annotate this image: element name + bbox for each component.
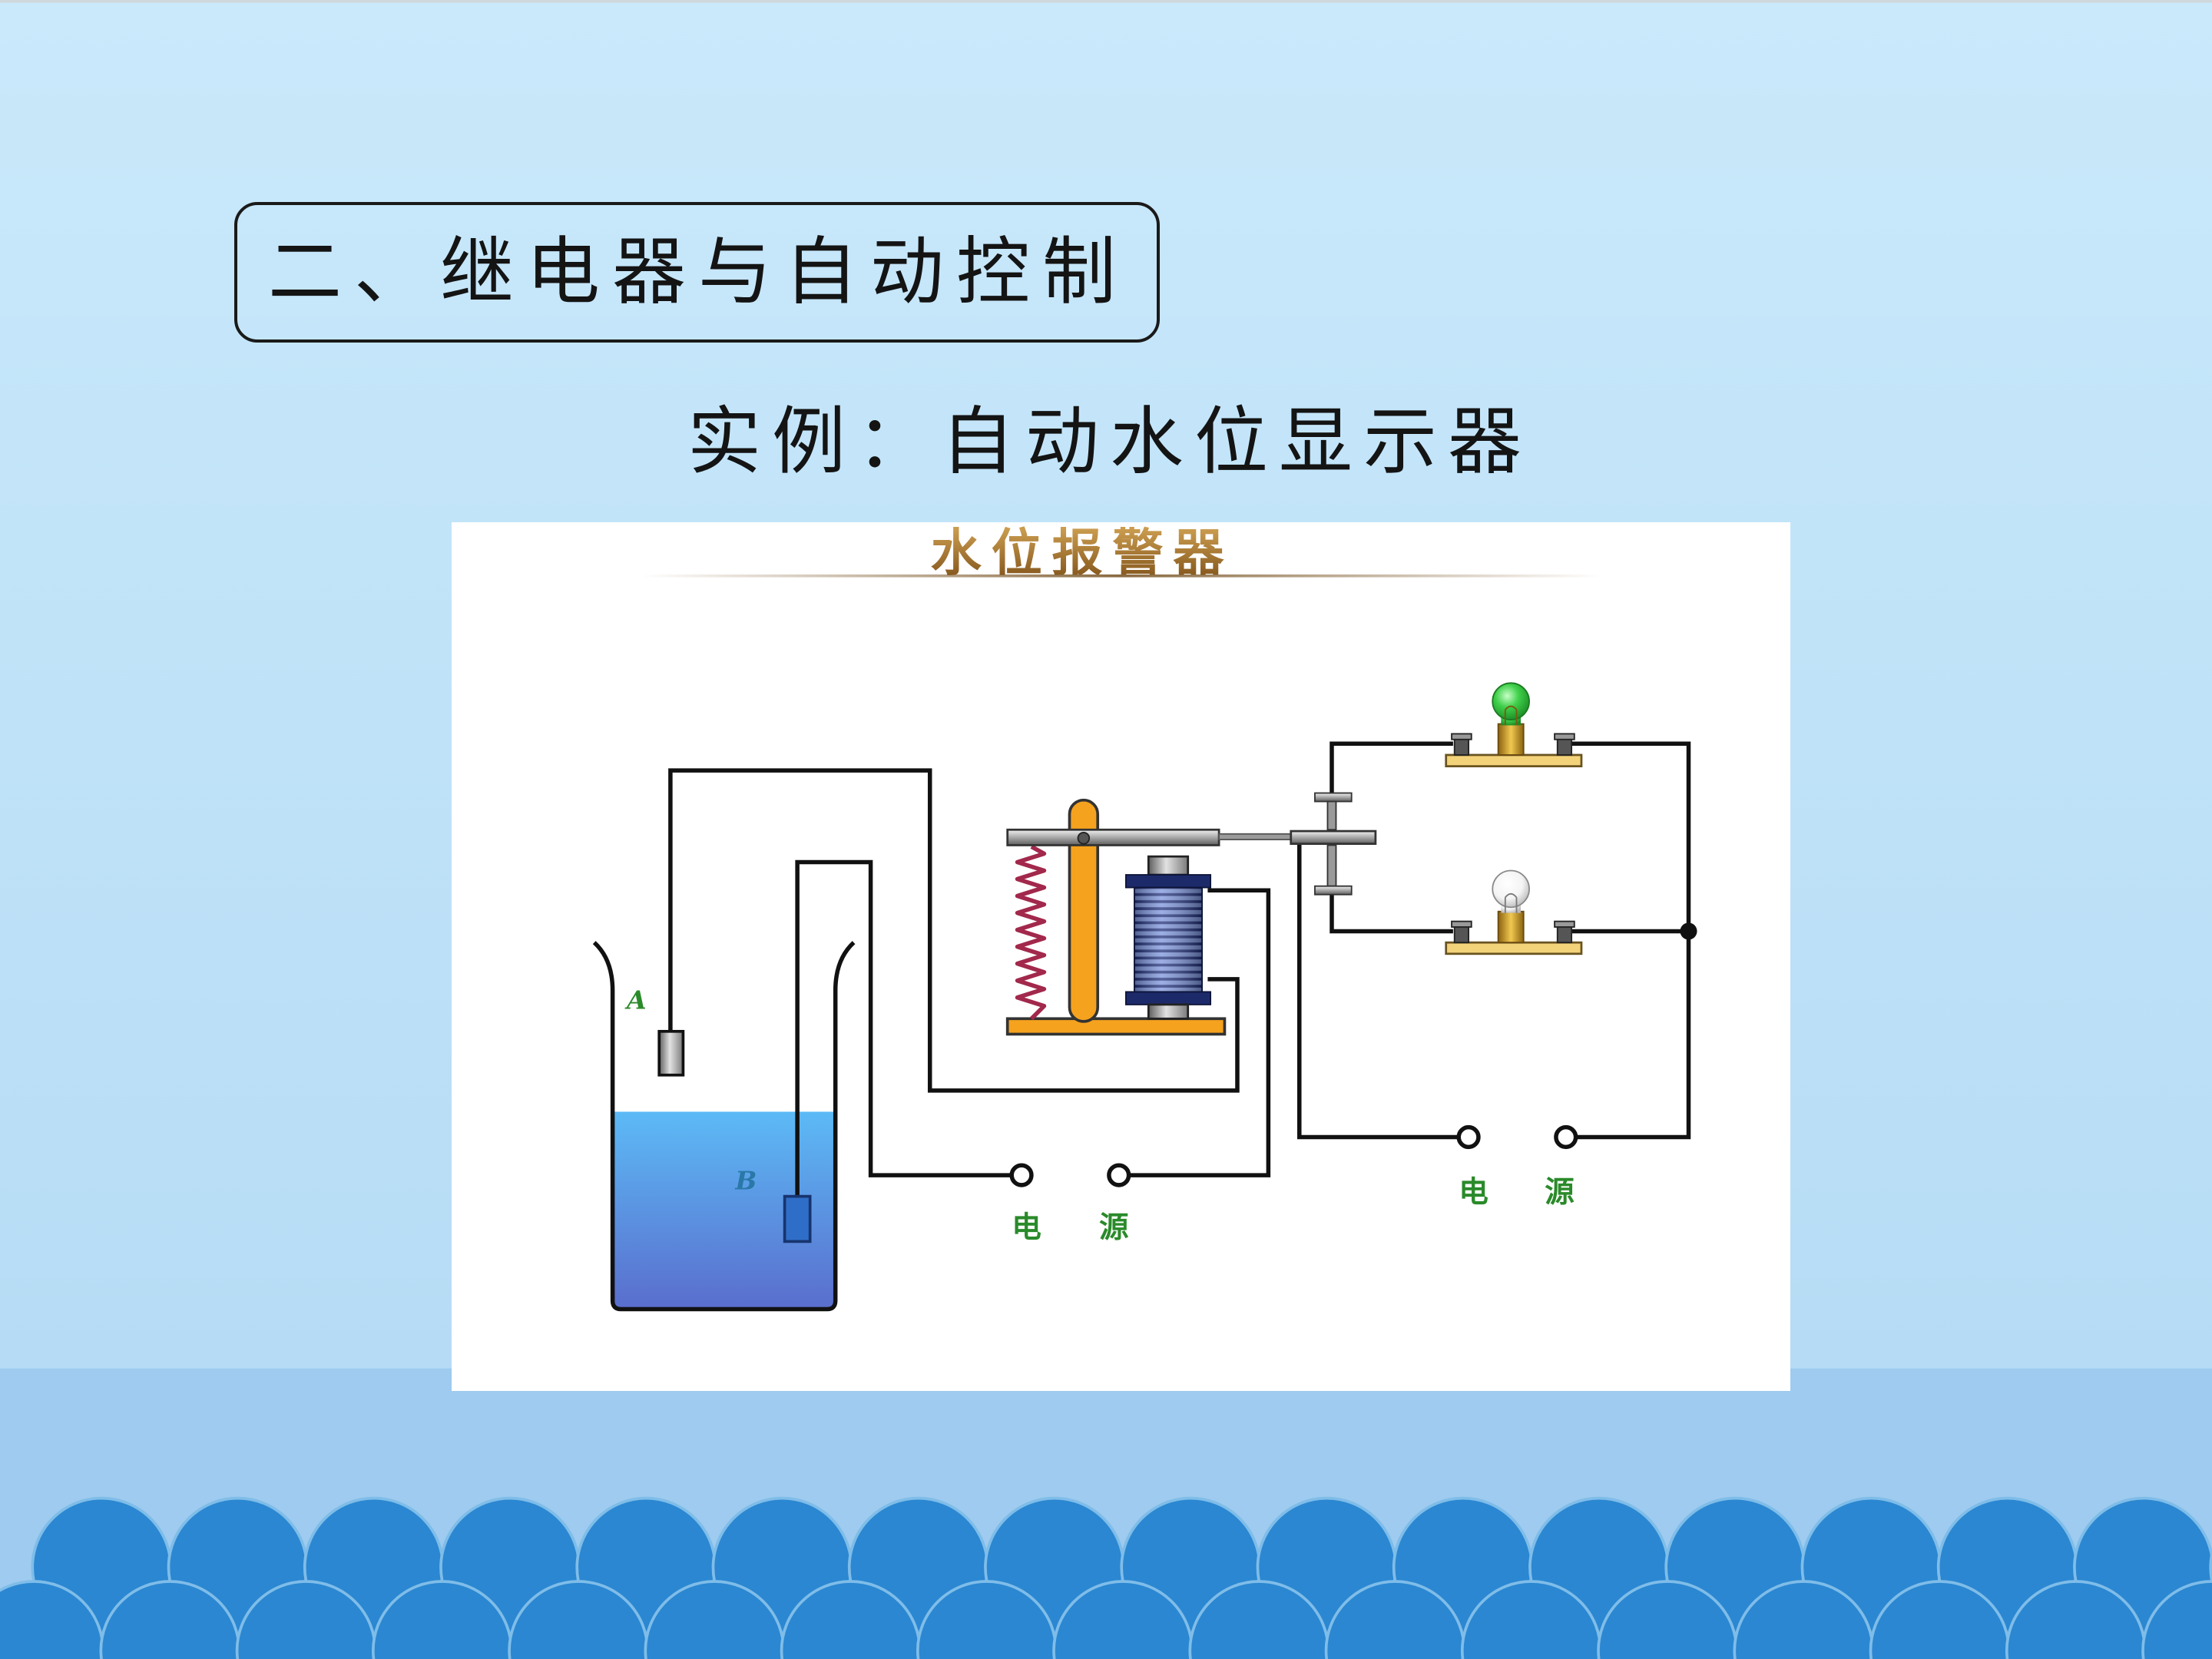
figure-panel: 水位报警器 A B 电 源 [452, 522, 1790, 1391]
probe-a [657, 1029, 685, 1077]
wire-upper-contact-to-green-lamp [1330, 741, 1453, 799]
control-power-terminal-left [1009, 1163, 1034, 1187]
white-lamp-bulb [1492, 869, 1530, 909]
white-lamp [1445, 869, 1583, 955]
wire-power-to-coil [1128, 888, 1271, 1177]
figure-title: 水位报警器 [931, 522, 1234, 582]
wire-power-to-lamps [1568, 741, 1691, 1140]
slide-heading: 二、继电器与自动控制 [268, 229, 1128, 315]
upper-contact-plate [1314, 792, 1353, 803]
figure-title-rule [642, 574, 1601, 578]
green-lamp-terminal-right-cap [1554, 733, 1575, 740]
control-power-label-2: 源 [1099, 1210, 1129, 1245]
green-lamp-terminal-right [1556, 737, 1573, 756]
green-lamp-base [1445, 753, 1583, 768]
white-lamp-base [1445, 941, 1583, 955]
wire-junction-dot [1680, 922, 1697, 940]
green-lamp-terminal-left-cap [1451, 733, 1472, 740]
electromagnet-flange-top [1125, 874, 1212, 889]
wire-lower-contact-to-white-lamp [1330, 892, 1453, 934]
beaker [592, 941, 856, 1312]
white-lamp-terminal-left-cap [1451, 920, 1472, 928]
wire-probe-b-to-power [795, 859, 1012, 1200]
relay-spring [1015, 844, 1047, 1021]
heading-box: 二、继电器与自动控制 [234, 202, 1160, 343]
electromagnet [1125, 855, 1212, 1020]
lamp-power-terminal-left [1456, 1124, 1481, 1150]
green-lamp-terminal-left [1453, 737, 1470, 756]
electromagnet-flange-bottom [1125, 991, 1212, 1005]
relay-pivot-post [1068, 798, 1100, 1023]
white-lamp-terminal-left [1453, 925, 1470, 944]
green-lamp-bulb [1492, 682, 1530, 720]
electromagnet-core-top [1147, 855, 1190, 876]
green-lamp [1445, 682, 1583, 768]
green-lamp-filament [1504, 705, 1518, 726]
green-lamp-socket [1497, 723, 1525, 756]
slide-subheading: 实例：自动水位显示器 [687, 399, 1532, 485]
control-power-terminal-right [1107, 1163, 1131, 1187]
wire-probe-a-to-coil [668, 768, 1240, 1093]
relay-base [1005, 1017, 1227, 1036]
white-lamp-filament [1504, 892, 1518, 913]
lamp-power-label-1: 电 [1459, 1175, 1488, 1210]
water-level-alarm-diagram: 水位报警器 A B 电 源 [592, 522, 1697, 1312]
relay-contacts [1290, 792, 1377, 896]
probe-b [783, 1194, 812, 1243]
relay [1005, 798, 1292, 1036]
control-power-label-1: 电 [1012, 1210, 1041, 1245]
armature-contact-bar [1290, 830, 1377, 845]
lower-contact-tip [1326, 844, 1337, 887]
top-edge-line [0, 0, 2212, 3]
lamp-power-label-2: 源 [1545, 1175, 1575, 1210]
wire-armature-to-power [1297, 843, 1459, 1140]
probe-b-label: B [734, 1165, 757, 1195]
wave-scallop [2141, 1580, 2212, 1659]
lower-contact-plate [1314, 885, 1353, 896]
upper-contact-tip [1326, 800, 1337, 831]
white-lamp-terminal-right [1556, 925, 1573, 944]
white-lamp-socket [1497, 910, 1525, 944]
electromagnet-core-bottom [1147, 1003, 1190, 1020]
relay-armature-rod [1218, 833, 1292, 841]
wave-row-lower [0, 1580, 2212, 1659]
electromagnet-coil-shading [1134, 886, 1203, 993]
relay-armature [1006, 828, 1220, 846]
relay-pivot-pin [1077, 832, 1091, 845]
probe-a-label: A [624, 985, 647, 1015]
lamp-power-terminal-right [1554, 1124, 1578, 1150]
white-lamp-terminal-right-cap [1554, 920, 1575, 928]
